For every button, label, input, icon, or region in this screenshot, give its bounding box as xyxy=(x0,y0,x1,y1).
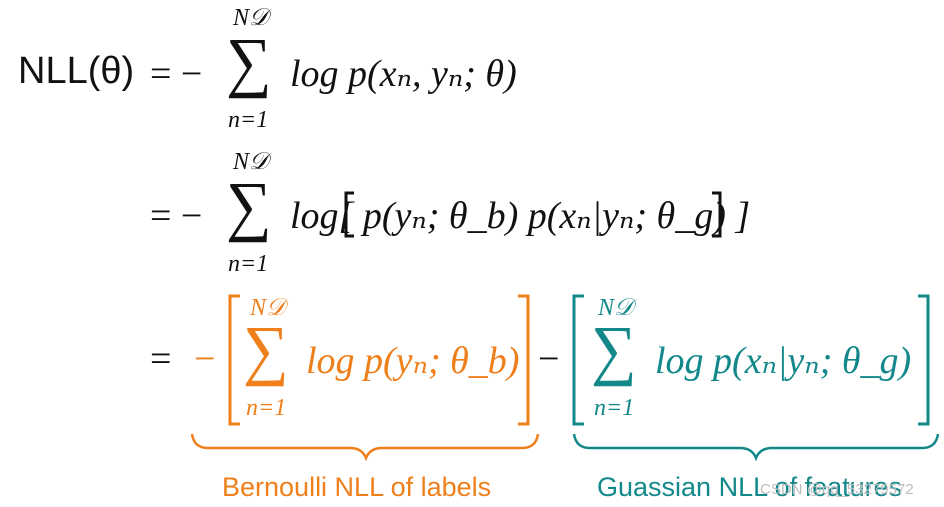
line3-equals: = xyxy=(150,338,172,380)
orange-sum-lower: n=1 xyxy=(246,395,287,421)
teal-sum-upper: N𝒟 xyxy=(598,295,634,321)
watermark: CSDN @qq_53279572 xyxy=(760,481,914,498)
line1-equals: = − xyxy=(150,53,203,95)
teal-underbrace xyxy=(572,433,940,462)
line2-left-square-bracket xyxy=(344,191,354,238)
nll-lhs: NLL(θ) xyxy=(18,52,134,90)
teal-sum-lower: n=1 xyxy=(594,395,635,421)
orange-term: log p(yₙ; θ_b) xyxy=(306,340,520,382)
orange-minus: − xyxy=(194,338,216,380)
caption-gaussian: Guassian NLL of features xyxy=(597,472,903,502)
line2-term: log[ p(yₙ; θ_b) p(xₙ|yₙ; θ_g) ] xyxy=(290,195,751,237)
middle-minus: − xyxy=(538,338,560,380)
line2-equals: = − xyxy=(150,195,203,237)
line2-right-square-bracket xyxy=(712,191,722,238)
nll-lhs-text: NLL(θ) xyxy=(18,50,135,92)
line1-sum-lower: n=1 xyxy=(228,107,269,133)
teal-left-square-bracket xyxy=(572,294,584,426)
orange-sigma-icon: ∑ xyxy=(243,312,289,387)
line2-sum-upper: N𝒟 xyxy=(233,149,269,175)
orange-left-square-bracket xyxy=(228,294,240,426)
line2-sigma-icon: ∑ xyxy=(226,168,272,243)
orange-underbrace xyxy=(190,433,540,462)
teal-right-square-bracket xyxy=(918,294,930,426)
orange-sum-upper: N𝒟 xyxy=(250,295,286,321)
caption-bernoulli: Bernoulli NLL of labels xyxy=(222,472,492,502)
teal-sigma-icon: ∑ xyxy=(591,312,637,387)
line1-term: log p(xₙ, yₙ; θ) xyxy=(290,53,517,95)
orange-right-square-bracket xyxy=(518,294,530,426)
line2-sum-lower: n=1 xyxy=(228,251,269,277)
line1-sum-upper: N𝒟 xyxy=(233,5,269,31)
teal-term: log p(xₙ|yₙ; θ_g) xyxy=(655,340,912,382)
line1-sigma-icon: ∑ xyxy=(226,24,272,99)
